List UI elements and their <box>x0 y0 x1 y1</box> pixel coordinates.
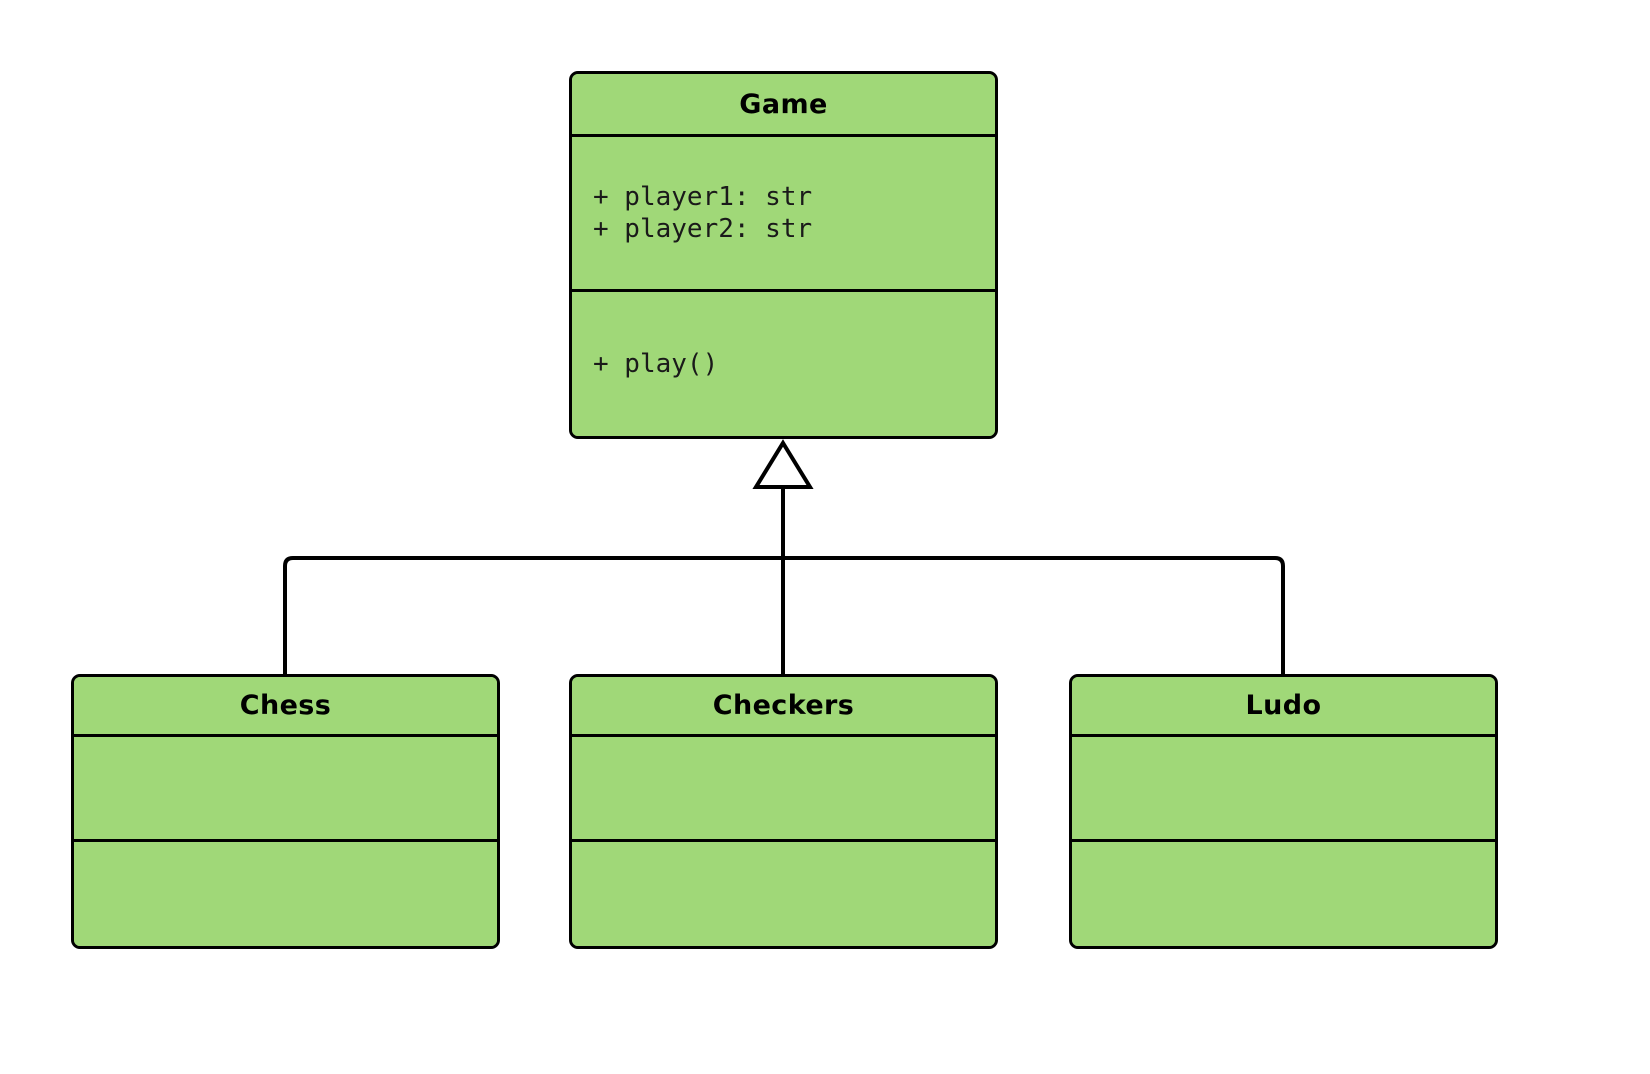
class-title-checkers: Checkers <box>572 677 995 737</box>
methods-compartment-chess <box>74 842 497 946</box>
hollow-triangle-arrowhead <box>752 439 814 489</box>
attributes-compartment-checkers <box>572 737 995 842</box>
attributes-compartment-ludo <box>1072 737 1495 842</box>
class-box-checkers[interactable]: Checkers <box>569 674 998 949</box>
class-box-chess[interactable]: Chess <box>71 674 500 949</box>
attribute-row: + player1: str <box>593 182 813 212</box>
attribute-row: + player2: str <box>593 214 813 244</box>
class-box-game[interactable]: Game + player1: str + player2: str + pla… <box>569 71 998 439</box>
methods-compartment-ludo <box>1072 842 1495 946</box>
methods-compartment-game: + play() <box>572 292 995 436</box>
methods-compartment-checkers <box>572 842 995 946</box>
attributes-compartment-game: + player1: str + player2: str <box>572 137 995 292</box>
generalization-bus <box>283 556 1285 674</box>
class-box-ludo[interactable]: Ludo <box>1069 674 1498 949</box>
class-title-chess: Chess <box>74 677 497 737</box>
class-title-game: Game <box>572 74 995 137</box>
attributes-compartment-chess <box>74 737 497 842</box>
method-row: + play() <box>593 349 719 379</box>
class-title-ludo: Ludo <box>1072 677 1495 737</box>
